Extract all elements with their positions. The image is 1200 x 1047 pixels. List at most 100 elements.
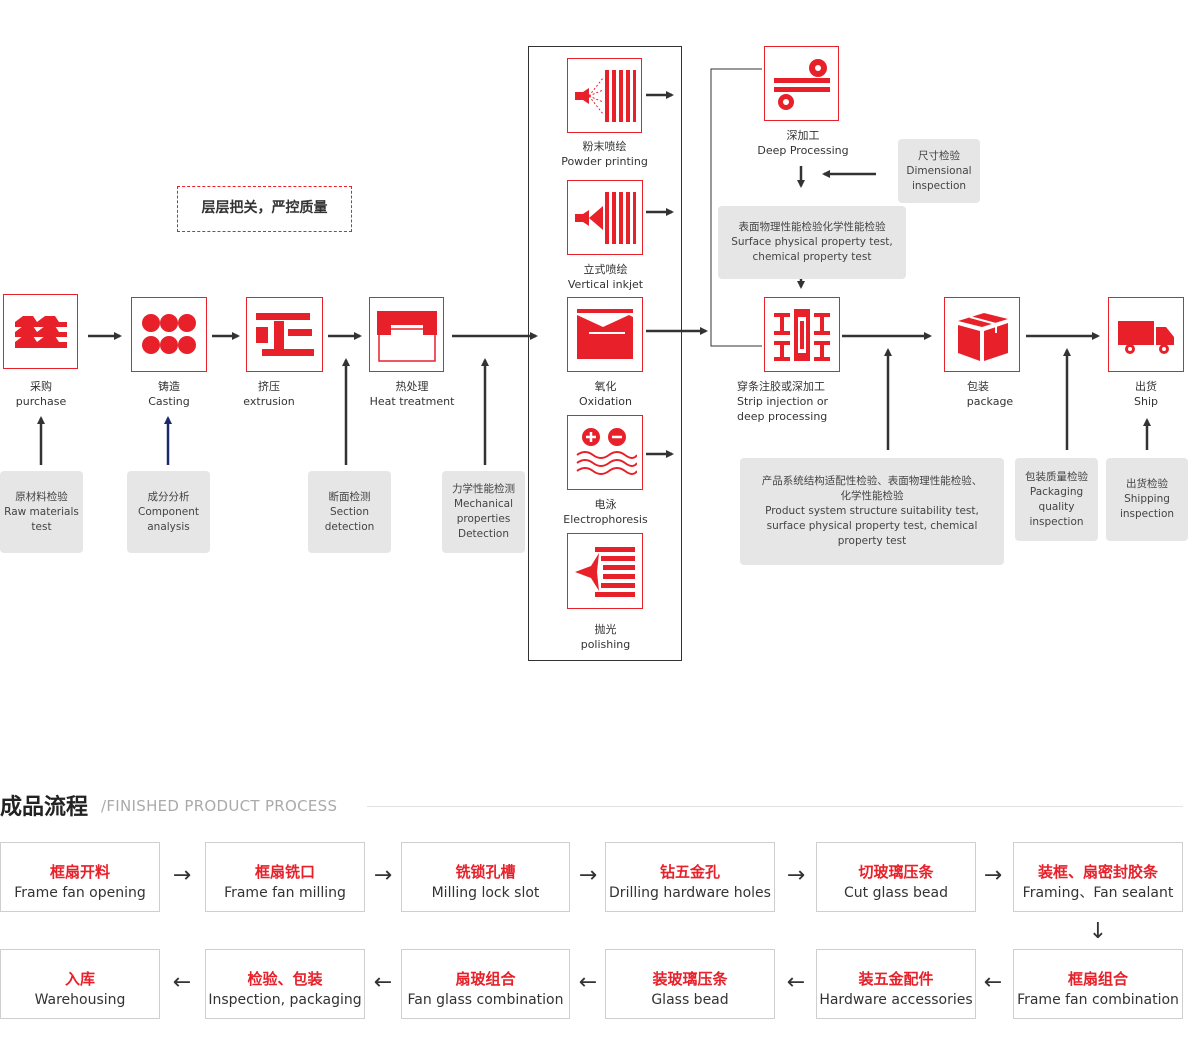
surface-check-en2: chemical property test [752, 251, 872, 263]
oxidation-zh: 氧化 [594, 380, 617, 393]
step-en: Framing、Fan sealant [1022, 885, 1174, 901]
oxidation-node [567, 297, 643, 372]
heat-zh: 热处理 [395, 380, 429, 393]
shipping-inspection-check: 出货检验 Shipping inspection [1106, 458, 1188, 541]
step-zh: 装玻璃压条 [652, 970, 728, 988]
truck-icon [1118, 321, 1174, 354]
strip-injection-icon [774, 309, 830, 361]
step-en: Fan glass combination [407, 992, 564, 1008]
step-en: Drilling hardware holes [609, 885, 771, 901]
heat-treatment-label: 热处理 Heat treatment [362, 379, 462, 409]
section-detection-check: 断面检测 Section detection [308, 471, 391, 553]
step-glass-bead: 装玻璃压条 Glass bead [605, 949, 775, 1019]
ship-node [1108, 297, 1184, 372]
step-zh: 铣锁孔槽 [455, 863, 516, 881]
step-drilling-hardware-holes: 钻五金孔 Drilling hardware holes [605, 842, 775, 912]
step-zh: 入库 [64, 970, 95, 988]
electrophoresis-icon [576, 428, 637, 475]
step-zh: 框扇铣口 [254, 863, 315, 881]
section-check-en1: Section [329, 505, 369, 518]
step-zh: 切玻璃压条 [858, 863, 934, 881]
powder-zh: 粉末喷绘 [582, 140, 627, 153]
vertical-zh: 立式喷绘 [583, 263, 628, 276]
oxidation-en: Oxidation [578, 395, 633, 408]
package-en: package [966, 395, 1014, 408]
raw-check-zh: 原材料检验 [15, 490, 68, 503]
purchase-en: purchase [15, 395, 67, 408]
component-check-en2: analysis [147, 520, 190, 533]
strip-injection-node [764, 297, 840, 372]
section-divider [367, 806, 1183, 807]
packaging-check-en3: inspection [1029, 515, 1084, 528]
extrusion-profile-icon [256, 313, 314, 356]
extrusion-en: extrusion [243, 395, 295, 408]
package-node [944, 297, 1020, 372]
raw-materials-check: 原材料检验 Raw materials test [0, 471, 83, 553]
step-arrow-left: ← [172, 970, 192, 995]
component-check-zh: 成分分析 [147, 490, 190, 503]
polishing-label: 抛光 polishing [555, 622, 656, 652]
extrusion-label: 挤压 extrusion [229, 379, 309, 409]
deep-en: Deep Processing [757, 144, 849, 157]
raw-check-en2: test [31, 520, 52, 533]
step-en: Hardware accessories [819, 992, 973, 1008]
shipping-check-en1: Shipping [1124, 493, 1170, 505]
step-arrow-left: ← [983, 970, 1003, 995]
polish-en: polishing [580, 638, 631, 651]
ship-zh: 出货 [1135, 380, 1157, 393]
mechanical-check-en2: properties [456, 513, 511, 525]
powder-en: Powder printing [561, 155, 648, 168]
step-zh: 装五金配件 [858, 970, 934, 988]
step-arrow-left: ← [786, 970, 806, 995]
dimensional-check-en2: inspection [911, 179, 967, 192]
step-en: Glass bead [651, 992, 729, 1008]
vertical-inkjet-node [567, 180, 643, 255]
purchase-label: 采购 purchase [1, 379, 81, 409]
step-warehousing: 入库 Warehousing [0, 949, 160, 1019]
surface-check-zh: 表面物理性能检验化学性能检验 [738, 221, 886, 233]
step-arrow-right: → [172, 863, 192, 888]
system-check-en1: Product system structure suitability tes… [765, 505, 979, 517]
ship-label: 出货 Ship [1096, 379, 1196, 409]
step-zh: 检验、包装 [247, 970, 323, 988]
step-en: Frame fan combination [1017, 992, 1179, 1008]
casting-zh: 铸造 [158, 380, 180, 393]
step-frame-fan-combination: 框扇组合 Frame fan combination [1013, 949, 1183, 1019]
section-check-en2: detection [324, 520, 375, 533]
section-title: 成品流程 [0, 795, 89, 820]
step-zh: 钻五金孔 [659, 863, 720, 881]
quality-slogan: 层层把关，严控质量 [177, 186, 352, 232]
step-en: Warehousing [34, 992, 126, 1008]
vertical-inkjet-label: 立式喷绘 Vertical inkjet [555, 262, 656, 292]
step-arrow-down: ↓ [1088, 919, 1108, 944]
extrusion-zh: 挤压 [258, 380, 280, 393]
packaging-check-zh: 包装质量检验 [1025, 470, 1088, 483]
step-cut-glass-bead: 切玻璃压条 Cut glass bead [816, 842, 976, 912]
surface-property-check: 表面物理性能检验化学性能检验 Surface physical property… [718, 206, 906, 279]
electro-zh: 电泳 [594, 498, 617, 511]
dimensional-check-zh: 尺寸检验 [918, 149, 960, 162]
step-zh: 装框、扇密封胶条 [1037, 863, 1158, 881]
mechanical-check-zh: 力学性能检测 [452, 483, 515, 495]
section-check-zh: 断面检测 [328, 490, 371, 503]
mechanical-check-en3: Detection [457, 528, 509, 540]
casting-en: Casting [148, 395, 190, 408]
shipping-check-zh: 出货检验 [1126, 478, 1168, 490]
step-frame-fan-milling: 框扇铣口 Frame fan milling [205, 842, 365, 912]
step-zh: 框扇开料 [49, 863, 110, 881]
purchase-node [3, 294, 78, 369]
purchase-zh: 采购 [30, 380, 52, 393]
system-check-zh1: 产品系统结构适配性检验、表面物理性能检验、 [761, 475, 983, 487]
powder-printing-label: 粉末喷绘 Powder printing [554, 139, 655, 169]
step-fan-glass-combination: 扇玻组合 Fan glass combination [401, 949, 570, 1019]
system-check-zh2: 化学性能检验 [840, 490, 904, 502]
package-box-icon [958, 313, 1008, 361]
deep-zh: 深加工 [786, 129, 820, 142]
step-zh: 扇玻组合 [455, 970, 516, 988]
packaging-quality-check: 包装质量检验 Packaging quality inspection [1015, 458, 1098, 541]
extrusion-node [246, 297, 323, 372]
ship-en: Ship [1134, 395, 1158, 408]
aluminum-ingots-icon [15, 316, 67, 348]
polishing-node [567, 533, 643, 609]
vertical-spray-icon [575, 192, 636, 244]
